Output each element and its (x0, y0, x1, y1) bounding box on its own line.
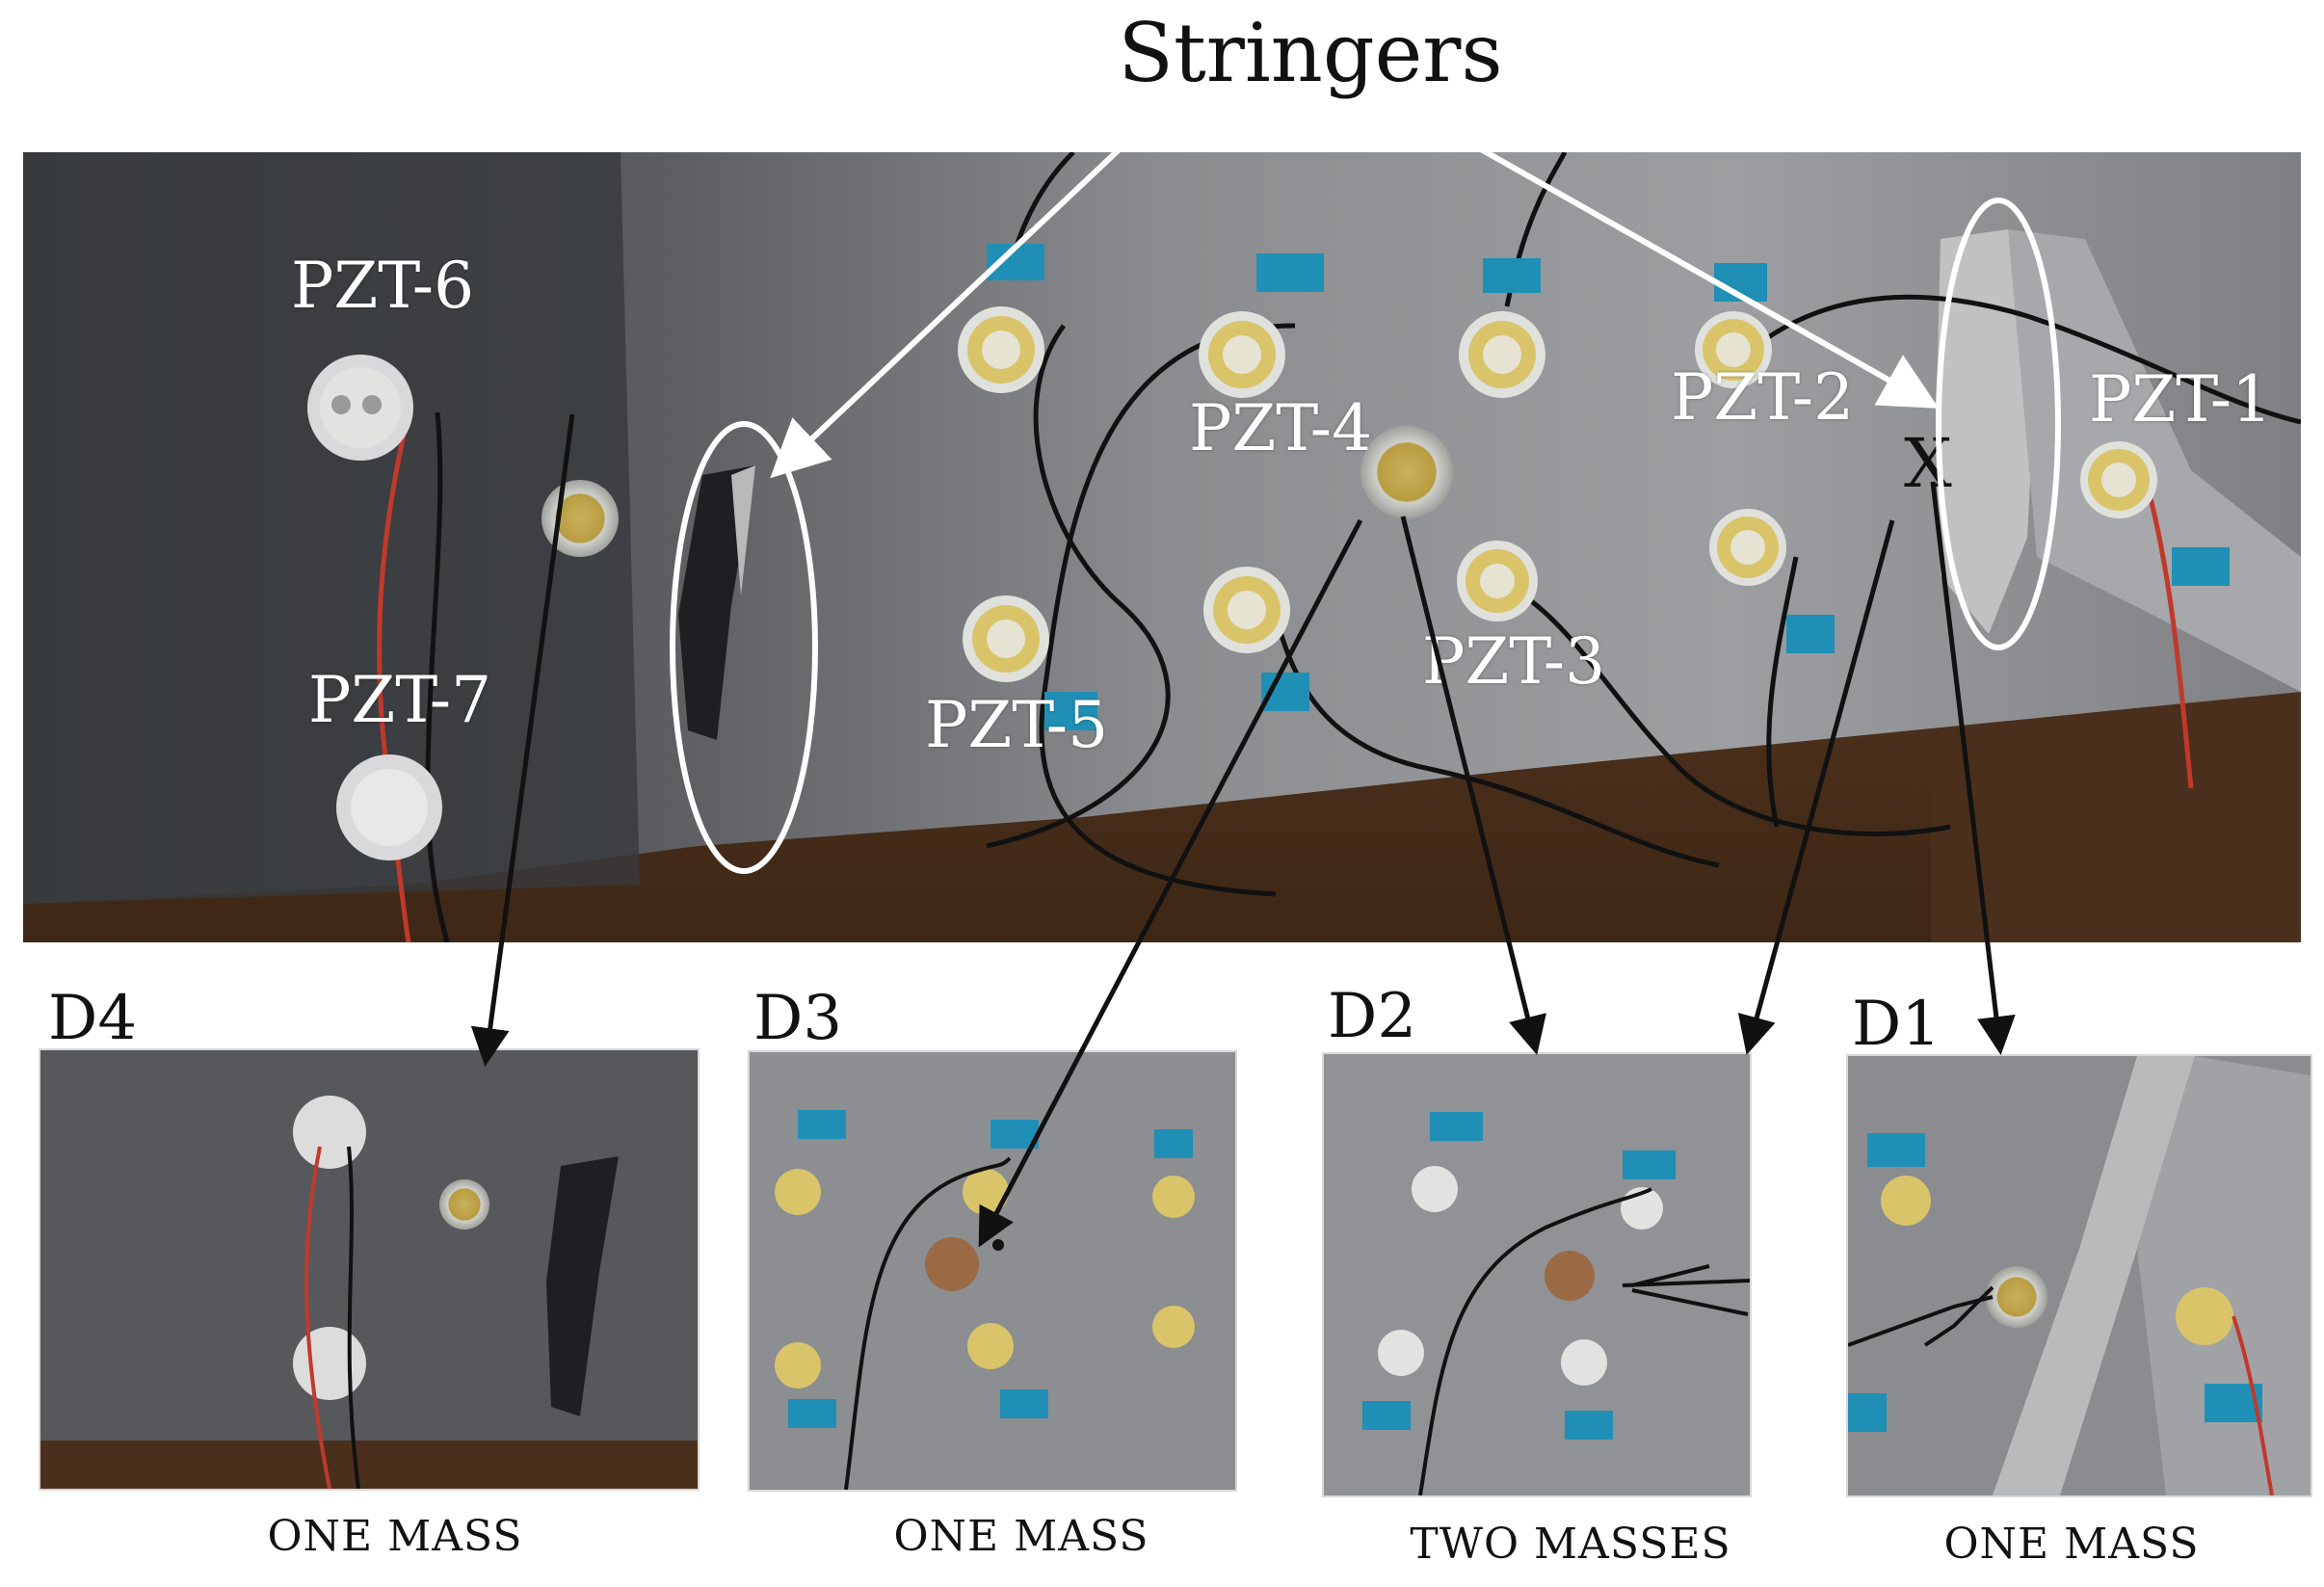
caption-d1: ONE MASS (1943, 1520, 2200, 1569)
caption-d2: TWO MASSES (1410, 1520, 1731, 1569)
caption-d3: ONE MASS (893, 1512, 1149, 1561)
label-d2: D2 (1328, 981, 1417, 1052)
label-pzt-1: PZT-1 (2089, 362, 2273, 436)
inset-photo-d1 (1846, 1054, 2312, 1497)
inset-photo-d3 (748, 1050, 1237, 1492)
label-d4: D4 (48, 983, 138, 1054)
inset-photo-d2 (1322, 1052, 1752, 1497)
label-d1: D1 (1852, 989, 1941, 1060)
label-pzt-7: PZT-7 (308, 663, 492, 737)
label-pzt-5: PZT-5 (925, 688, 1109, 762)
damage-marker-x: X (1904, 424, 1952, 503)
label-pzt-3: PZT-3 (1422, 624, 1606, 699)
label-pzt-2: PZT-2 (1671, 360, 1855, 435)
caption-d4: ONE MASS (267, 1512, 523, 1561)
inset-photo-d4 (39, 1048, 700, 1491)
label-d3: D3 (753, 983, 843, 1054)
label-pzt-4: PZT-4 (1189, 391, 1373, 465)
label-pzt-6: PZT-6 (291, 249, 475, 323)
stringers-title: Stringers (1118, 6, 1503, 100)
